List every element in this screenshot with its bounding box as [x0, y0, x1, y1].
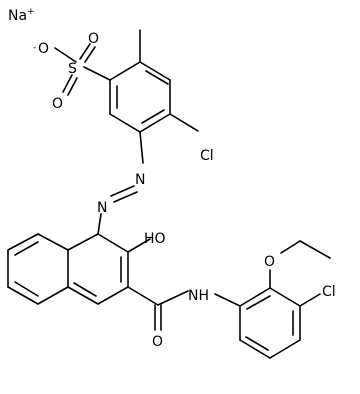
bond [139, 61, 171, 81]
bond [109, 113, 141, 133]
hydroxyl-label: HO [144, 231, 166, 247]
bond-layer [7, 29, 331, 359]
bond [109, 61, 141, 81]
bond [214, 293, 241, 307]
sulfonate-oxygen-anion-label: O [38, 41, 49, 57]
bond [269, 287, 301, 307]
bond [84, 46, 96, 63]
chlorine-lower-label: Cl [322, 284, 336, 300]
bond [97, 213, 102, 235]
bond [245, 336, 269, 351]
bond [239, 287, 271, 307]
bond [110, 185, 135, 197]
bond [141, 109, 165, 124]
bond [145, 70, 169, 85]
sulfonate-charge-label: - [33, 43, 36, 53]
bond [139, 131, 144, 164]
bond [113, 191, 138, 203]
bond [54, 47, 77, 63]
azo-nitrogen-upper-label: N [135, 172, 145, 188]
sulfur-label: S [68, 61, 77, 77]
chlorine-upper-label: Cl [200, 148, 214, 164]
bond [299, 293, 321, 307]
ether-oxygen-label: O [264, 254, 275, 270]
bond [67, 233, 99, 251]
atom-labels: Na+ - O O S O Cl N N HO NH O O Cl [8, 7, 336, 350]
bond [67, 77, 78, 96]
bond [62, 74, 73, 93]
bond [127, 238, 151, 253]
bond [139, 113, 171, 133]
bond [97, 286, 129, 305]
bond [269, 339, 301, 359]
amide-nitrogen-label: NH [188, 288, 209, 304]
sulfonate-oxygen-bottom-label: O [52, 96, 63, 112]
sulfonate-oxygen-top-label: O [88, 31, 99, 47]
bond [14, 241, 39, 256]
bond [37, 286, 69, 305]
bond [157, 290, 189, 306]
bond [7, 286, 39, 305]
bond [246, 295, 271, 310]
bond [239, 339, 271, 359]
bond [280, 240, 301, 254]
bond [7, 233, 39, 251]
carbonyl-oxygen-label: O [152, 334, 163, 350]
bond [127, 286, 159, 306]
sodium-label: Na+ [8, 7, 35, 24]
bond [37, 233, 69, 251]
bond [73, 282, 97, 297]
bond [83, 66, 111, 81]
bond [299, 240, 331, 259]
bond [97, 233, 129, 253]
bond [169, 113, 199, 132]
azo-nitrogen-lower-label: N [97, 200, 107, 216]
bond [67, 286, 99, 305]
bond [79, 43, 91, 60]
bond [14, 281, 39, 297]
